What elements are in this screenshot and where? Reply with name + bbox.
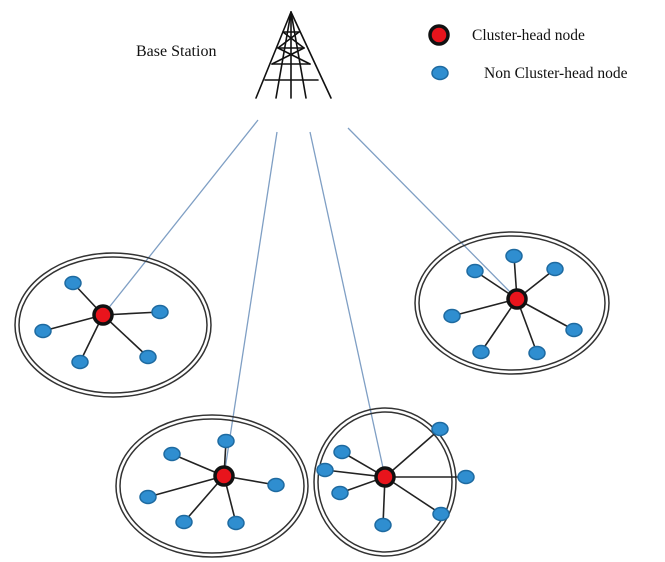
cluster-boundary-inner xyxy=(119,418,305,554)
uplink-line-left xyxy=(102,119,259,316)
member-node xyxy=(374,517,392,533)
member-link xyxy=(451,298,518,317)
base-station-label: Base Station xyxy=(136,43,216,60)
cluster-bottom-right xyxy=(313,407,475,557)
legend-item-member: Non Cluster-head node xyxy=(431,65,628,82)
cluster-boundary-inner xyxy=(418,235,606,371)
member-node xyxy=(466,263,484,279)
cluster-left xyxy=(14,252,212,398)
member-node xyxy=(546,261,564,277)
member-node xyxy=(505,248,523,264)
cluster-boundary-inner xyxy=(18,256,208,394)
member-node xyxy=(267,477,285,493)
legend-item-cluster-head: Cluster-head node xyxy=(428,24,585,46)
member-node xyxy=(432,506,450,522)
cluster-boundary-outer xyxy=(115,414,309,558)
cluster-boundary-outer xyxy=(14,252,212,398)
member-node xyxy=(457,469,475,485)
member-node xyxy=(431,421,449,437)
uplink-line-bottom-right xyxy=(309,131,386,478)
member-link xyxy=(384,428,441,478)
member-node-legend-icon xyxy=(431,65,449,81)
member-node xyxy=(565,322,583,338)
member-node xyxy=(139,349,157,365)
cluster-head-node xyxy=(506,288,528,310)
uplink-lines xyxy=(102,119,518,478)
uplink-line-bottom-middle xyxy=(223,131,278,477)
member-link xyxy=(384,476,442,515)
clusters xyxy=(14,231,610,558)
cluster-head-node xyxy=(92,304,114,326)
member-node xyxy=(331,485,349,501)
member-node xyxy=(316,462,334,478)
member-node xyxy=(472,344,490,360)
legend-label-cluster-head: Cluster-head node xyxy=(472,27,585,44)
cluster-boundary-outer xyxy=(313,407,457,557)
legend-label-member: Non Cluster-head node xyxy=(484,65,628,82)
member-node xyxy=(64,275,82,291)
member-node xyxy=(217,433,235,449)
member-node xyxy=(227,515,245,531)
cluster-right xyxy=(414,231,610,375)
member-node xyxy=(139,489,157,505)
cluster-head-node xyxy=(213,465,235,487)
member-link xyxy=(147,475,225,498)
cluster-head-node xyxy=(374,466,396,488)
member-node xyxy=(151,304,169,320)
member-node xyxy=(528,345,546,361)
member-link xyxy=(516,298,575,331)
member-node xyxy=(163,446,181,462)
base-station-tower-icon xyxy=(255,11,332,99)
cluster-head-legend-icon xyxy=(428,24,450,46)
cluster-bottom-middle xyxy=(115,414,309,558)
uplink-line-right xyxy=(347,127,518,300)
member-node xyxy=(71,354,89,370)
member-node xyxy=(175,514,193,530)
member-node xyxy=(34,323,52,339)
member-node xyxy=(333,444,351,460)
member-node xyxy=(443,308,461,324)
cluster-boundary-inner xyxy=(317,411,453,553)
legend: Cluster-head node Non Cluster-head node xyxy=(428,24,628,82)
cluster-boundary-outer xyxy=(414,231,610,375)
